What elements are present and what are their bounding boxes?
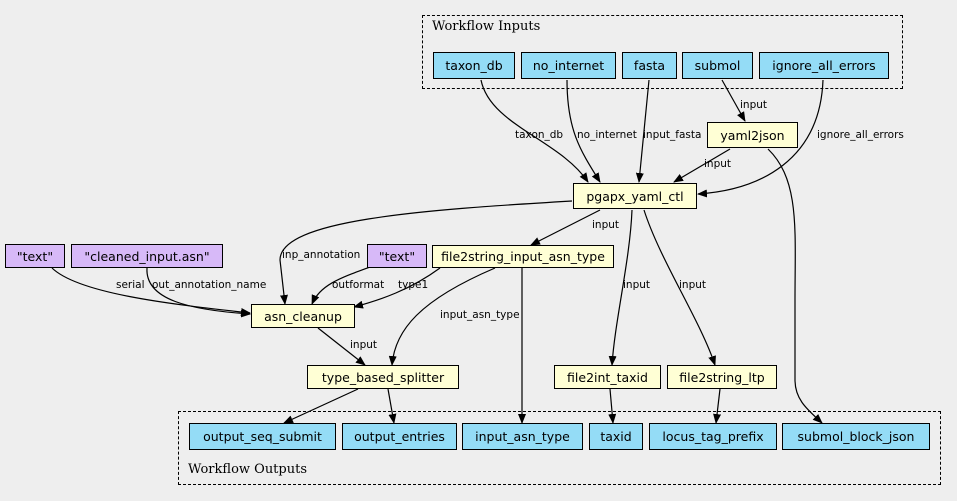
step-file2string-ltp[interactable]: file2string_ltp [667, 365, 777, 389]
edge-label-input-asn-type: input_asn_type [440, 309, 520, 321]
edge-pgapx-asn-cleanup [279, 200, 573, 305]
workflow-outputs-label: Workflow Outputs [188, 462, 307, 477]
edge-splitter-entries [387, 388, 397, 424]
edge-yaml2json-submol-block [767, 148, 823, 424]
edge-no-internet [566, 79, 601, 183]
edge-fasta [635, 79, 650, 183]
edge-f2s-splitter [388, 267, 496, 366]
edge-pgapx-file2int [608, 209, 633, 366]
edge-text1-asn-cleanup [51, 267, 251, 316]
edge-label-ignore-all-errors: ignore_all_errors [817, 129, 904, 141]
output-taxid[interactable]: taxid [589, 423, 643, 450]
workflow-outputs-cluster [178, 411, 941, 485]
edge-label-type1: type1 [398, 279, 429, 291]
output-seq-submit[interactable]: output_seq_submit [189, 423, 336, 450]
edge-label-input-taxid: input [623, 279, 651, 291]
edge-ltp-locus-tag [713, 388, 722, 424]
edge-label-input-ltp: input [679, 279, 707, 291]
edge-label-input-yaml: input [704, 158, 732, 170]
edge-label-no-internet: no_internet [577, 129, 637, 141]
input-taxon-db[interactable]: taxon_db [433, 52, 515, 79]
input-ignore-all-errors[interactable]: ignore_all_errors [759, 52, 889, 79]
edge-cleaned-asn-cleanup [146, 267, 251, 318]
workflow-inputs-cluster [422, 15, 903, 89]
edge-label-inp-annotation: inp_annotation [282, 249, 361, 261]
input-submol[interactable]: submol [682, 52, 753, 79]
edge-yaml2json-pgapx [673, 148, 731, 183]
edge-label-input-submol: input [740, 99, 768, 111]
edge-label-outformat: outformat [332, 279, 385, 291]
edge-submol-yaml2json [721, 79, 746, 122]
step-type-based-splitter[interactable]: type_based_splitter [307, 365, 459, 389]
edge-taxon-db [480, 79, 589, 183]
edge-pgapx-file2string-ltp [643, 209, 716, 366]
input-no-internet[interactable]: no_internet [521, 52, 616, 79]
edge-label-input-fasta: input_fasta [643, 129, 702, 141]
edge-label-input-f2s: input [592, 219, 620, 231]
const-text-outformat[interactable]: "text" [367, 244, 427, 268]
output-entries[interactable]: output_entries [342, 423, 457, 450]
edge-pgapx-file2string [530, 209, 601, 246]
output-input-asn-type[interactable]: input_asn_type [462, 423, 583, 450]
edge-ignore-all-errors [697, 79, 824, 198]
step-file2string-input-asn-type[interactable]: file2string_input_asn_type [432, 245, 614, 268]
output-locus-tag-prefix[interactable]: locus_tag_prefix [649, 423, 777, 450]
const-text-serial[interactable]: "text" [5, 244, 65, 268]
edge-file2int-taxid [608, 388, 617, 424]
edge-label-input-splitter: input [350, 339, 378, 351]
const-cleaned-input-asn[interactable]: "cleaned_input.asn" [71, 244, 223, 268]
edge-f2s-asn-cleanup [353, 267, 441, 309]
workflow-inputs-label: Workflow Inputs [432, 19, 541, 34]
edge-label-out-annotation-name: out_annotation_name [152, 279, 267, 291]
edge-label-serial: serial [116, 279, 145, 291]
edge-text2-asn-cleanup [311, 266, 371, 305]
step-pgapx-yaml-ctl[interactable]: pgapx_yaml_ctl [573, 183, 697, 209]
edge-splitter-seq-submit [283, 388, 359, 424]
input-fasta[interactable]: fasta [622, 52, 677, 79]
edge-asn-cleanup-splitter [317, 327, 366, 366]
step-asn-cleanup[interactable]: asn_cleanup [251, 304, 355, 328]
edge-label-taxon-db: taxon_db [515, 129, 564, 141]
step-yaml2json[interactable]: yaml2json [707, 122, 798, 148]
step-file2int-taxid[interactable]: file2int_taxid [554, 365, 661, 389]
output-submol-block-json[interactable]: submol_block_json [782, 423, 930, 450]
